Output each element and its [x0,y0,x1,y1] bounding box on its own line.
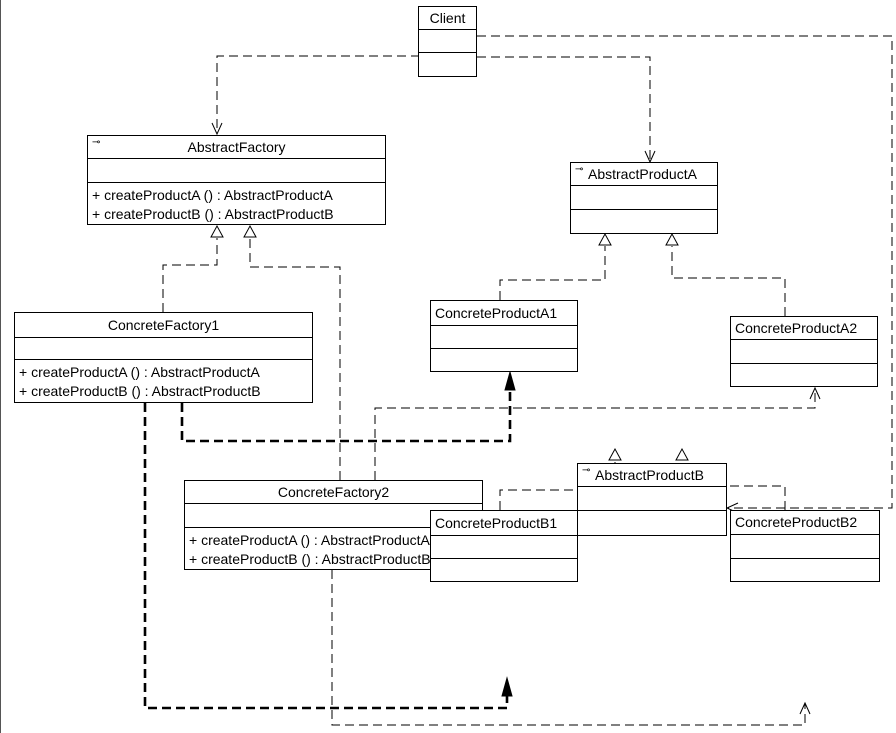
attributes-section [731,340,877,364]
operation: + createProductB () : AbstractProductB [189,551,431,567]
class-header: ⊸ AbstractFactory [88,136,385,159]
class-name: ConcreteProductB2 [731,511,879,535]
interface-icon: ⊸ [575,164,584,175]
operations-section: + createProductA () : AbstractProductA +… [88,183,385,224]
class-name: AbstractProductA [588,166,697,182]
realize-cf1-abstractfactory [162,238,218,312]
triangle-apa-right [665,232,679,246]
attributes-section [431,536,577,559]
attributes-section [731,535,879,559]
dep-client-abstractfactory [216,55,420,133]
dep-cf2-pb2 [331,570,806,726]
left-edge-border [0,0,1,733]
class-header: ⊸ AbstractProductA [571,163,717,186]
interface-icon: ⊸ [92,137,101,148]
dep-cf2-pa2 [374,389,816,480]
attributes-section [185,504,482,528]
triangle-apb-left [608,447,622,461]
operation: + createProductA () : AbstractProductA [92,187,333,203]
class-concrete-product-b1[interactable]: ConcreteProductB1 [430,510,578,582]
operations-section [731,559,879,582]
class-concrete-factory1[interactable]: ConcreteFactory1 + createProductA () : A… [14,312,313,403]
operations-section [571,210,717,234]
triangle-af-right [243,224,257,238]
class-client[interactable]: Client [418,6,477,77]
class-abstract-product-b[interactable]: ⊸ AbstractProductB [577,463,727,536]
class-concrete-product-a2[interactable]: ConcreteProductA2 [730,316,878,387]
triangle-apa-left [598,232,612,246]
arrowhead-productA2 [809,386,821,400]
interface-icon: ⊸ [582,465,591,476]
realize-cf2-abstractfactory [249,238,341,480]
operation: + createProductB () : AbstractProductB [19,383,261,399]
realize-pb1-abstractproductb [499,461,616,510]
class-name: ConcreteFactory2 [185,481,482,504]
dep-client-abstractproducta [477,56,651,161]
attributes-section [88,159,385,183]
operations-section [431,349,577,372]
operations-section [731,364,877,387]
triangle-apb-right [675,447,689,461]
operations-section: + createProductA () : AbstractProductA +… [185,528,482,569]
attributes-section [15,338,312,360]
dep-client-abstractproductb [477,35,893,509]
operation: + createProductA () : AbstractProductA [189,532,430,548]
class-name: ConcreteFactory1 [15,313,312,338]
class-header: ⊸ AbstractProductB [578,464,726,487]
triangle-af-left [210,224,224,238]
attributes-section [578,487,726,511]
realize-pa2-abstractproducta [671,246,786,316]
operation: + createProductA () : AbstractProductA [19,364,260,380]
realize-pa1-abstractproducta [499,246,606,300]
create-cf1-pa1 [180,390,512,443]
class-name: ConcreteProductB1 [431,511,577,536]
class-concrete-product-a1[interactable]: ConcreteProductA1 [430,300,578,372]
operation: + createProductB () : AbstractProductB [92,206,334,222]
class-abstract-product-a[interactable]: ⊸ AbstractProductA [570,162,718,234]
realize-pb2-abstractproductb [681,461,786,510]
operations-section [431,559,577,582]
class-abstract-factory[interactable]: ⊸ AbstractFactory + createProductA () : … [87,135,386,225]
operations-section [419,53,476,77]
attributes-section [431,326,577,349]
class-name: Client [419,7,476,30]
operations-section: + createProductA () : AbstractProductA +… [15,360,312,401]
filled-arrowhead-productB1 [501,676,513,697]
operations-section [578,511,726,536]
class-concrete-product-b2[interactable]: ConcreteProductB2 [730,510,880,582]
arrowhead-abstractfactory [211,122,223,136]
attributes-section [419,30,476,53]
arrowhead-productB2 [799,701,811,715]
class-name: ConcreteProductA1 [431,301,577,326]
class-name: AbstractFactory [187,139,286,155]
filled-arrowhead-productA1 [504,370,516,391]
attributes-section [571,186,717,210]
class-name: AbstractProductB [595,467,704,483]
class-name: ConcreteProductA2 [731,317,877,340]
create-cf1-pb1 [143,403,509,710]
